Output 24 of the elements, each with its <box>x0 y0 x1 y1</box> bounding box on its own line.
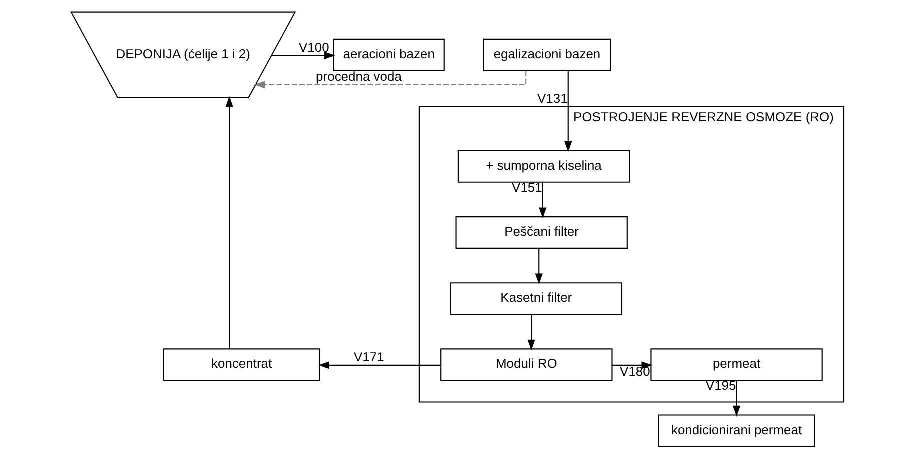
edge-label: V180 <box>620 364 650 379</box>
node-box: koncentrat <box>163 348 320 382</box>
arrow <box>254 71 527 89</box>
edge-label: V171 <box>354 350 384 365</box>
node-box: aeracioni bazen <box>333 38 445 72</box>
arrow <box>732 380 741 417</box>
arrow <box>539 182 547 219</box>
arrow <box>612 362 653 370</box>
node-box: permeat <box>650 348 823 382</box>
edge-label: V100 <box>298 40 330 55</box>
arrow <box>564 71 572 152</box>
node-box: Kasetni filter <box>450 282 623 316</box>
node-box: Moduli RO <box>440 348 613 382</box>
node-box: egalizacioni bazen <box>483 38 612 72</box>
arrow <box>272 52 336 60</box>
arrow <box>318 362 441 370</box>
edge-label: procedna voda <box>316 69 402 84</box>
arrow <box>535 248 543 285</box>
arrow <box>528 314 536 351</box>
node-box: + sumporna kiselina <box>458 150 630 183</box>
node-box: kondicionirani permeat <box>658 414 816 448</box>
arrow <box>226 96 234 350</box>
node-box: Peščani filter <box>456 216 628 249</box>
edge-label: V131 <box>538 90 568 106</box>
